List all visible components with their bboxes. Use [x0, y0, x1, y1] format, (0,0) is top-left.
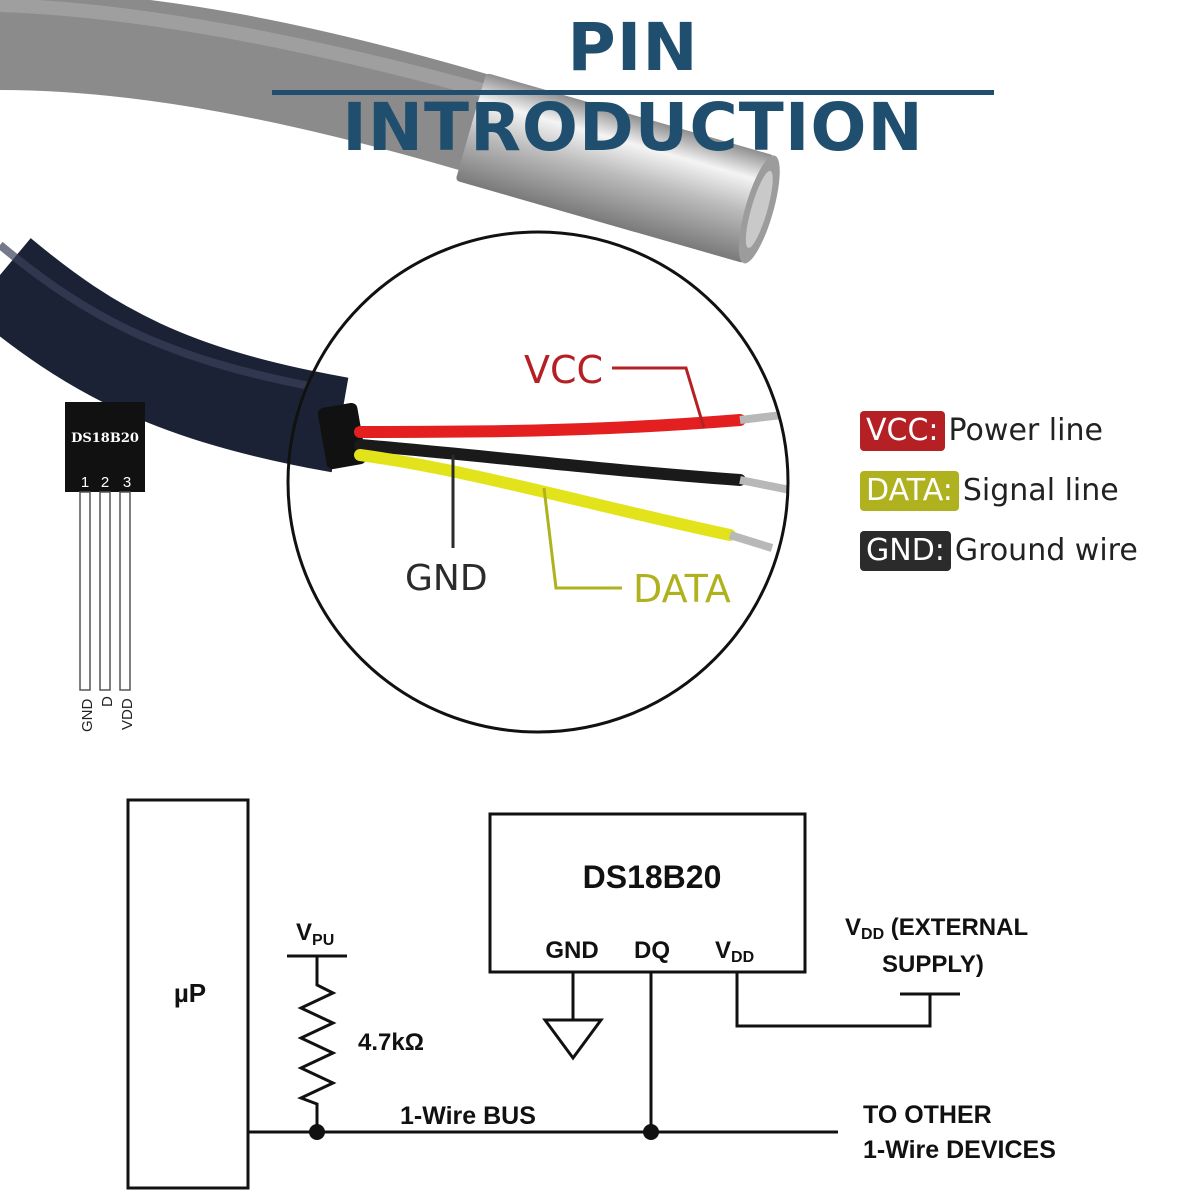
- pullup-resistor: [297, 956, 337, 1132]
- pin-number-1: 1: [81, 474, 89, 491]
- page-title: PIN INTRODUCTION: [342, 9, 924, 166]
- pin-name-gnd: GND: [79, 699, 96, 733]
- ext-supply-label-1: VDD (EXTERNAL: [845, 914, 1028, 943]
- ext-supply-label-2: SUPPLY): [882, 951, 984, 978]
- mcu-label: µP: [174, 978, 206, 1008]
- ic-label: DS18B20: [583, 859, 722, 895]
- vpu-label: VPU: [296, 919, 334, 949]
- pin-name-d: D: [99, 696, 116, 707]
- steel-probe-tube: [456, 73, 780, 264]
- vdd-lead: [735, 972, 932, 1028]
- mcu-box: [126, 798, 250, 1190]
- ic-pin-vdd: VDD: [715, 937, 754, 966]
- data-label: DATA: [633, 567, 731, 611]
- ground-symbol: [542, 1018, 604, 1061]
- ds18b20-package: DS18B20 1 2 3 GND D VDD: [65, 402, 145, 732]
- pin-lead-1: [79, 491, 91, 691]
- other-devices-label-2: 1-Wire DEVICES: [863, 1136, 1056, 1164]
- ic-pin-gnd: GND: [545, 937, 598, 964]
- legend-key-vcc: VCC:: [860, 411, 945, 451]
- bus-junction-pullup: [309, 1124, 325, 1140]
- magnifier-circle-outline: [286, 230, 790, 734]
- red-wire: [354, 414, 746, 438]
- schematic: µP VPU 4.7kΩ 1-Wire BUS DS18B20 GND DQ V…: [126, 798, 1056, 1190]
- data-callout-line: [542, 487, 622, 590]
- legend-item-data: DATA: Signal line: [860, 470, 1119, 512]
- gnd-label: GND: [405, 558, 488, 599]
- resistor-label: 4.7kΩ: [358, 1029, 424, 1056]
- legend-item-gnd: GND: Ground wire: [860, 530, 1138, 572]
- legend-desc-gnd: Ground wire: [954, 533, 1138, 568]
- yellow-wire: [354, 449, 736, 541]
- vcc-label: VCC: [524, 348, 603, 392]
- pin-lead-2: [99, 491, 111, 691]
- probe-cable-dark: [0, 238, 349, 473]
- black-wire: [354, 439, 746, 486]
- legend-key-data: DATA:: [860, 471, 959, 511]
- vcc-callout-line: [612, 366, 706, 429]
- legend-key-gnd: GND:: [860, 531, 951, 571]
- pin-number-2: 2: [101, 474, 109, 491]
- legend-desc-data: Signal line: [962, 473, 1119, 508]
- bus-label: 1-Wire BUS: [400, 1102, 536, 1130]
- ic-box: [488, 812, 807, 974]
- other-devices-label-1: TO OTHER: [863, 1101, 992, 1129]
- pin-name-vdd: VDD: [119, 698, 136, 730]
- ic-pin-dq: DQ: [634, 937, 670, 964]
- legend-item-vcc: VCC: Power line: [860, 410, 1103, 452]
- legend-desc-vcc: Power line: [948, 413, 1103, 448]
- pin-lead-3: [119, 491, 131, 691]
- pin-number-3: 3: [123, 474, 131, 491]
- title-underline: [272, 90, 994, 95]
- magnifier-circle-bg: [288, 232, 788, 732]
- package-name: DS18B20: [71, 431, 139, 446]
- probe-cable-gray: [0, 0, 515, 178]
